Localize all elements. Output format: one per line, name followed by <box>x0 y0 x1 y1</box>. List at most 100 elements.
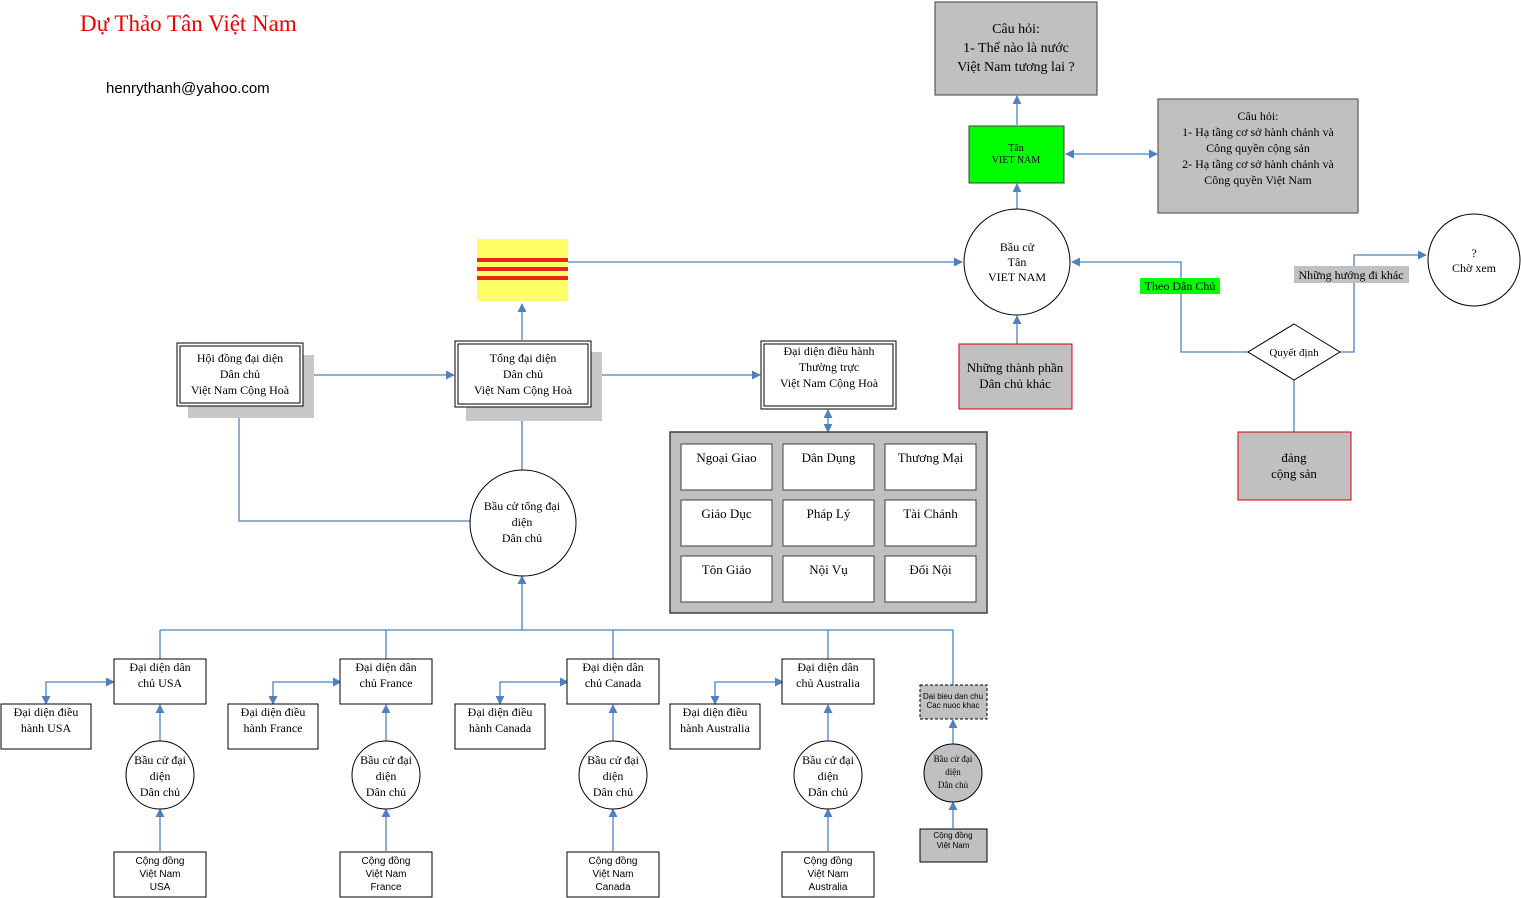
svg-text:Câu hỏi:1- Hạ tầng cơ sở hành: Câu hỏi: 1- Hạ tầng cơ sở hành chánh và Cô… <box>1182 109 1334 187</box>
question-right-line: Câu hỏi: <box>1238 109 1279 123</box>
country-rep-line: Đại diện dân <box>582 660 643 674</box>
tan-vn-line: VIET NAM <box>992 155 1041 166</box>
country-rep-box: Đại diện dân chủ France <box>339 658 433 705</box>
country-community-line: Cộng đồng <box>804 855 853 867</box>
communist-line: đảng <box>1281 450 1307 465</box>
question-main-line: 1- Thế nào là nước <box>963 41 1069 56</box>
ministry-label: Giáo Dục <box>701 506 751 521</box>
country-community-line: Australia <box>809 882 848 893</box>
question-infrastructure-box: Câu hỏi: 1- Hạ tầng cơ sở hành chánh và Cô… <box>1157 98 1359 214</box>
country-exec-line: hành Australia <box>680 721 750 735</box>
country-vote-line: Dân chủ <box>366 785 406 799</box>
other-community-line: Cộng đồng <box>933 831 972 840</box>
ministry-cell: Tôn Giáo <box>680 555 773 603</box>
svg-text:Theo Dân Chủ: Theo Dân Chủ <box>1145 279 1216 293</box>
other-vote-line: Bầu cử đại <box>934 754 973 764</box>
country-community-line: Việt Nam <box>593 869 634 880</box>
country-vote-line: Dân chủ <box>593 785 633 799</box>
ministry-label: Đối Nội <box>909 562 952 577</box>
country-community-line: USA <box>150 882 171 893</box>
country-rep-line: chủ Australia <box>796 676 860 690</box>
ministry-cell: Pháp Lý <box>782 499 875 547</box>
ministry-label: Ngoại Giao <box>696 450 756 465</box>
svg-text:?Chờ xem: ?Chờ xem <box>1452 246 1497 275</box>
country-rep-line: Đại diện dân <box>797 660 858 674</box>
general-election-line: diện <box>512 515 533 529</box>
ministry-label: Thương Mại <box>898 450 964 465</box>
ministry-label: Nội Vụ <box>809 562 848 577</box>
country-community-line: Cộng đồng <box>362 855 411 867</box>
tan-vn-line: Tân <box>1008 143 1024 154</box>
ministry-cell: Ngoại Giao <box>680 443 773 491</box>
country-exec-line: Đại diện điều <box>683 705 748 719</box>
decision-diamond: Quyết định <box>1247 323 1341 381</box>
question-right-line: Công quyền cộng sản <box>1206 141 1310 155</box>
standing-exec-line: Việt Nam Cộng Hoà <box>780 376 879 390</box>
election-tan-line: Tân <box>1008 255 1027 269</box>
country-vote-line: diện <box>818 769 839 783</box>
country-rep-line: chủ France <box>360 676 413 690</box>
ministry-label: Tài Chánh <box>903 506 958 521</box>
ministry-cell: Dân Dụng <box>782 443 875 491</box>
question-main-line: Câu hỏi: <box>992 22 1040 37</box>
country-community-line: France <box>370 882 402 893</box>
question-main-line: Việt Nam tương lai ? <box>957 60 1075 75</box>
country-exec-line: hành USA <box>21 721 72 735</box>
country-vote-line: Bầu cử đại <box>802 753 854 767</box>
general-rep-line: Việt Nam Cộng Hoà <box>474 383 573 397</box>
country-community-line: Cộng đồng <box>589 855 638 867</box>
country-vote-line: diện <box>376 769 397 783</box>
standing-exec-line: Đại diện điều hành <box>784 344 875 358</box>
country-rep-line: chủ Canada <box>585 676 642 690</box>
general-rep-line: Tổng đại diện <box>490 351 557 365</box>
other-vote-line: Dân chủ <box>938 780 969 790</box>
ministry-cell: Đối Nội <box>884 555 977 603</box>
country-vote-line: diện <box>150 769 171 783</box>
ministry-cell: Nội Vụ <box>782 555 875 603</box>
country-exec-line: hành France <box>244 721 303 735</box>
country-rep-line: Đại diện dân <box>355 660 416 674</box>
standing-exec-line: Thường trực <box>799 360 859 374</box>
election-tan-line: VIET NAM <box>988 270 1046 284</box>
country-exec-line: Đại diện điều <box>468 705 533 719</box>
general-election-line: Bầu cử tổng đại <box>484 499 561 513</box>
communist-line: cộng sản <box>1271 466 1317 481</box>
ministry-cell: Giáo Dục <box>680 499 773 547</box>
question-right-line: 1- Hạ tầng cơ sở hành chánh và <box>1182 125 1334 139</box>
country-community-line: Cộng đồng <box>136 855 185 867</box>
other-components-line: Dân chủ khác <box>979 376 1051 391</box>
wait-line: ? <box>1471 246 1476 260</box>
